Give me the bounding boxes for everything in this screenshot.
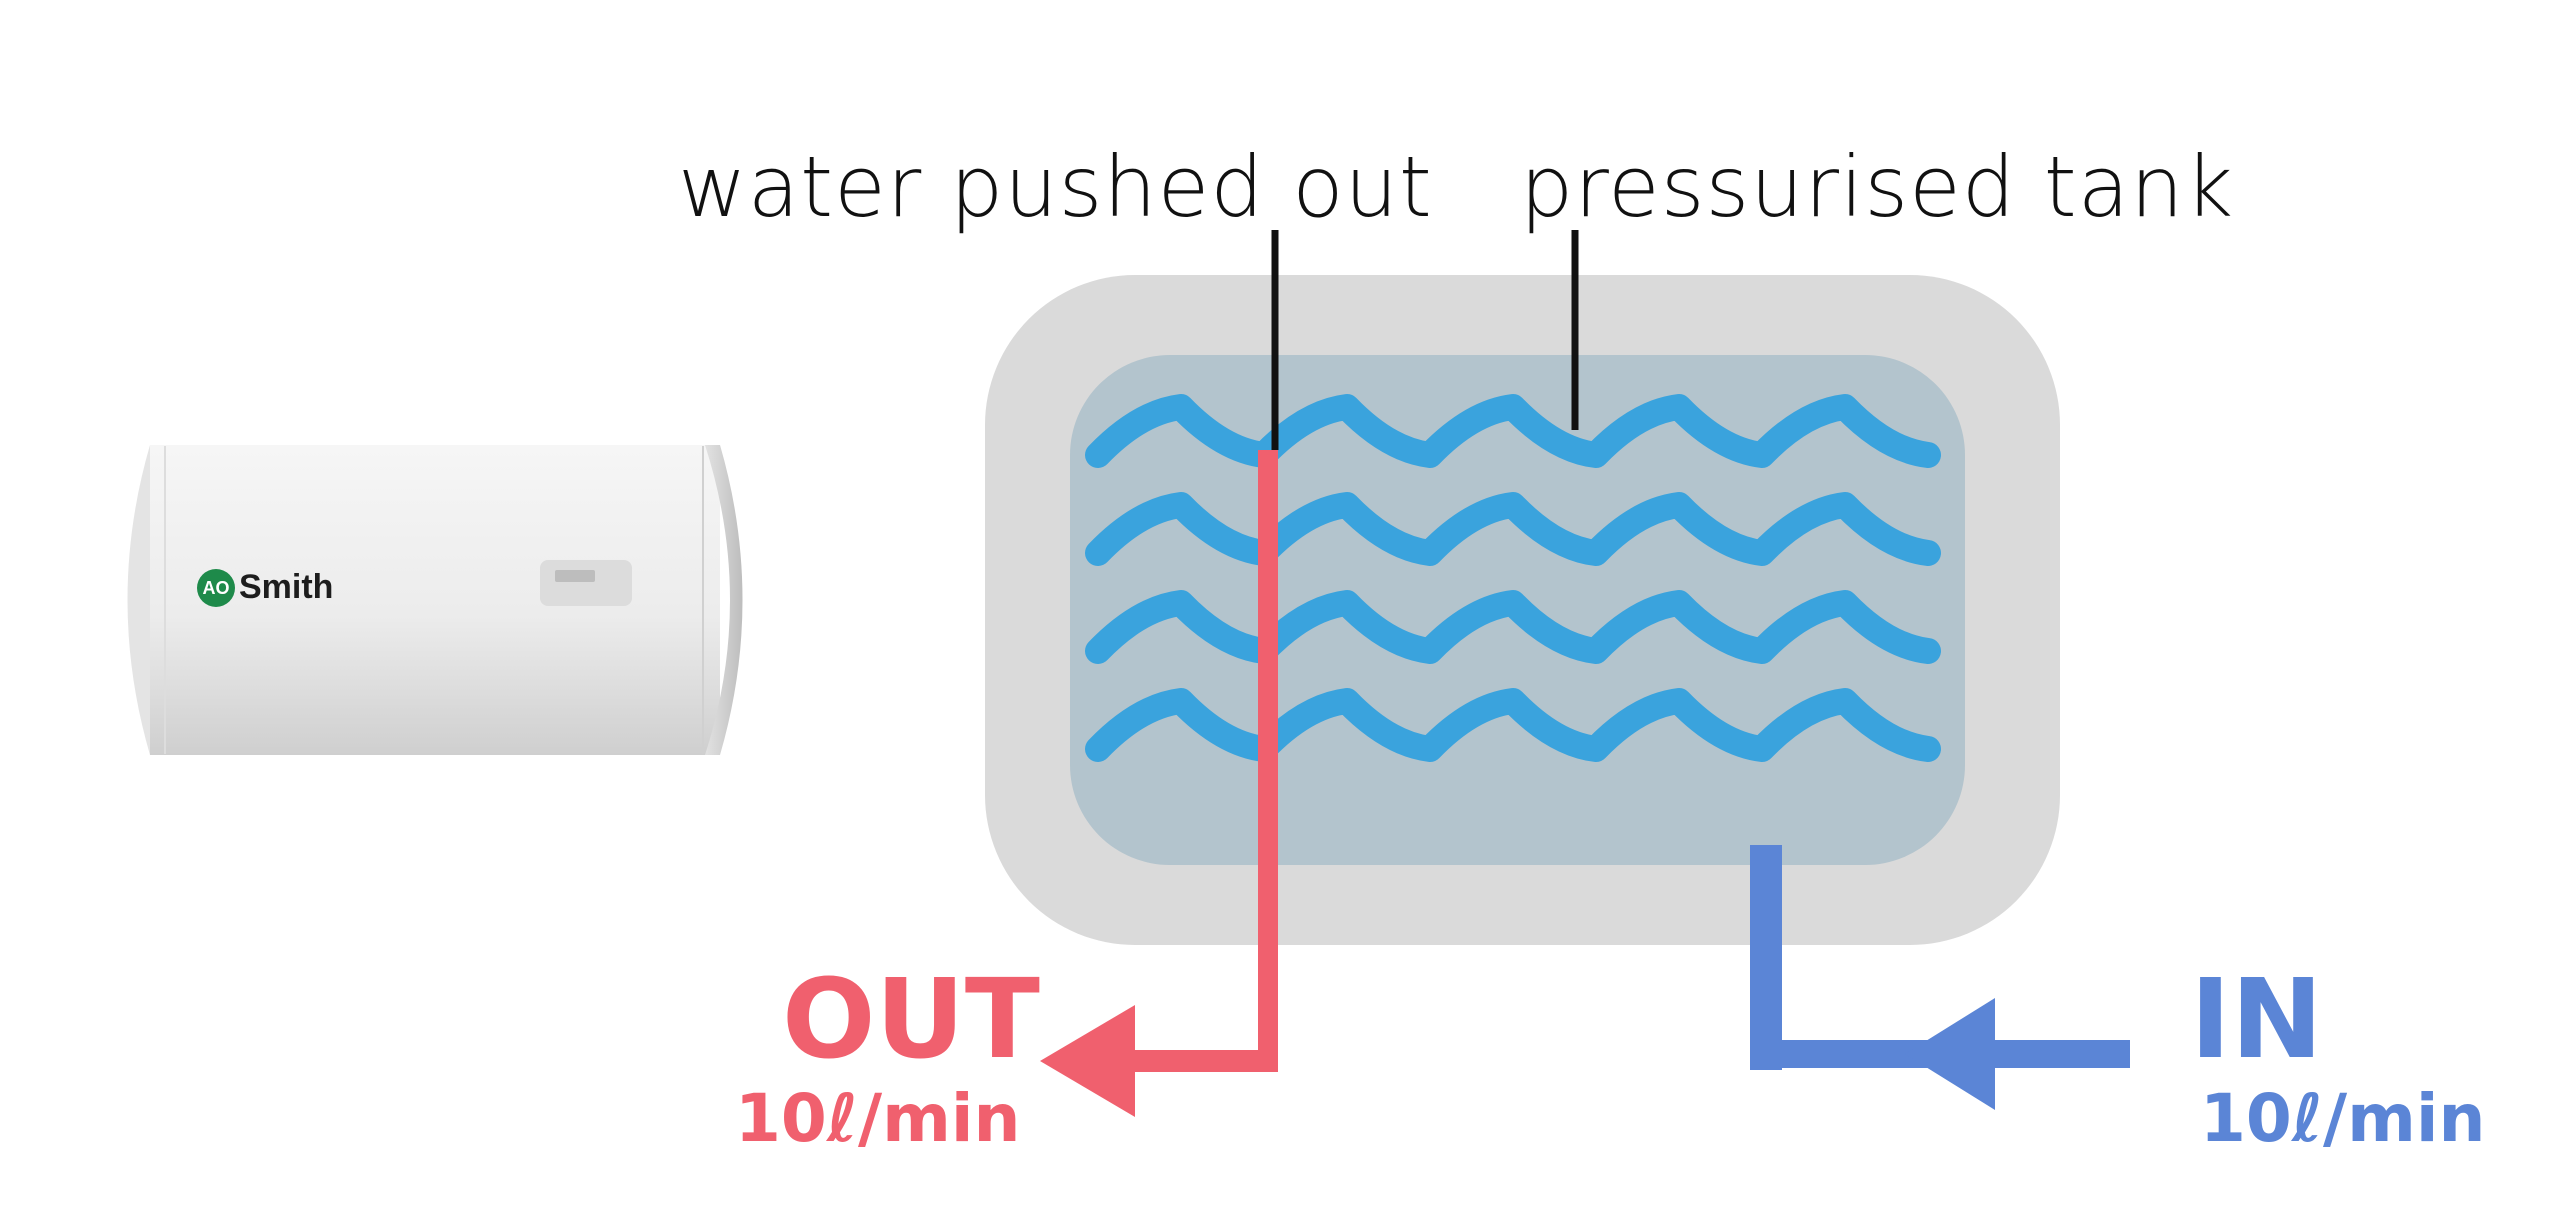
in-pipe — [1750, 845, 2130, 1110]
brand-ao-mark: AO — [197, 568, 235, 607]
heater-brand-logo: AO Smith — [197, 568, 333, 607]
out-pipe-vertical — [1258, 450, 1278, 1070]
water-waves — [1085, 394, 1941, 762]
in-pipe-vertical — [1750, 845, 1782, 1070]
wave-line — [1085, 492, 1941, 566]
out-arrowhead — [1040, 1005, 1135, 1117]
wave-line — [1085, 590, 1941, 664]
in-arrowhead — [1905, 998, 1995, 1110]
out-label: OUT — [782, 955, 1040, 1083]
out-rate-label: 10ℓ/min — [735, 1080, 1021, 1157]
in-rate-label: 10ℓ/min — [2200, 1080, 2486, 1157]
out-pipe-horizontal — [1125, 1050, 1278, 1072]
water-heater-illustration: AO Smith — [105, 440, 755, 760]
out-pipe — [1040, 450, 1278, 1117]
pressurised-tank-label: pressurised tank — [1520, 138, 2235, 236]
in-label: IN — [2190, 955, 2323, 1083]
wave-line — [1085, 688, 1941, 762]
brand-name: Smith — [239, 568, 334, 606]
water-pushed-out-label: water pushed out — [678, 138, 1433, 236]
water-heater-body — [127, 445, 743, 755]
wave-line — [1085, 394, 1941, 468]
